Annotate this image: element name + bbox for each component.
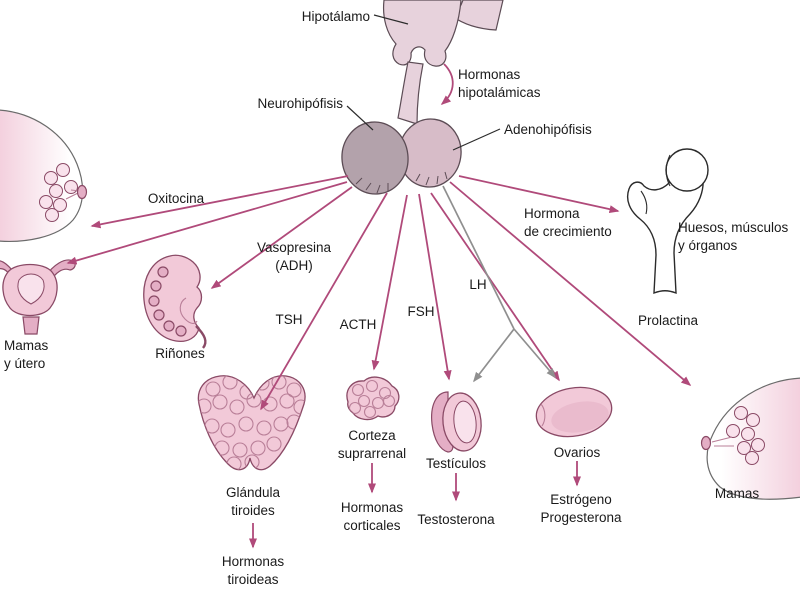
label-lh: LH: [469, 277, 486, 292]
neurohypophysis-ticks: [355, 177, 389, 194]
kidney-calyces: [148, 266, 198, 337]
label-mamas-utero-1: Mamas: [4, 338, 49, 353]
label-hormonas-corticales-2: corticales: [343, 518, 400, 533]
pituitary-illustration: [341, 118, 462, 195]
trochanter-line: [640, 190, 648, 215]
label-mamas-utero-2: y útero: [4, 356, 45, 371]
label-prolactina: Prolactina: [638, 313, 699, 328]
testis-illustration: [431, 391, 482, 453]
arrow-oxytocin-uterus: [66, 181, 348, 265]
arrow-acth-adrenal: [371, 194, 408, 371]
adrenal-gland-illustration: [346, 376, 400, 421]
thyroid-body: [197, 375, 306, 471]
label-progesterona: Progesterona: [540, 510, 622, 525]
label-hormonas-tiroideas-2: tiroideas: [227, 572, 278, 587]
label-vasopresina-1: Vasopresina: [257, 240, 332, 255]
femur-head: [665, 148, 709, 192]
breast-left-outline: [0, 109, 84, 242]
kidney-illustration: [143, 254, 207, 349]
ureter: [195, 325, 207, 349]
adrenal-texture: [348, 379, 396, 419]
label-glandula-tiroides-2: tiroides: [231, 503, 275, 518]
ovary-fold: [540, 403, 546, 427]
label-hormona-crecimiento-1: Hormona: [524, 206, 580, 221]
label-rinones: Riñones: [155, 346, 205, 361]
arrow-lh-stem: [442, 185, 515, 330]
hypothalamus-illustration: [382, 0, 504, 125]
label-mamas: Mamas: [715, 486, 760, 501]
label-huesos-1: Huesos, músculos: [678, 220, 789, 235]
femur-neck-line: [665, 154, 671, 187]
breast-right-nipple: [700, 435, 712, 451]
breast-left-lobules: [39, 163, 81, 222]
label-testosterona: Testosterona: [417, 512, 495, 527]
cervix: [22, 316, 40, 335]
arrow-oxytocin-breast: [90, 175, 349, 229]
breast-left-nipple: [76, 184, 88, 200]
uterus-illustration: [0, 259, 76, 335]
label-hormonas-corticales-1: Hormonas: [341, 500, 404, 515]
hypothalamus-body: [382, 0, 462, 67]
label-hormona-crecimiento-2: de crecimiento: [524, 224, 612, 239]
label-hormonas-hipotalamicas-2: hipotalámicas: [458, 85, 541, 100]
label-hipotalamo: Hipotálamo: [302, 9, 370, 24]
arrow-vasopressin-kidney: [210, 186, 353, 289]
pituitary-stalk: [397, 61, 424, 125]
breast-right-outline: [706, 377, 800, 500]
thyroid-illustration: [197, 375, 306, 471]
label-neurohipofisis: Neurohipófisis: [257, 96, 343, 111]
label-fsh: FSH: [408, 304, 435, 319]
diagram-labels: Hipotálamo Hormonas hipotalámicas Neuroh…: [4, 9, 789, 587]
label-tsh: TSH: [276, 312, 303, 327]
label-corteza-suprarrenal-2: suprarrenal: [338, 446, 406, 461]
arrow-prolactin-breast: [449, 181, 692, 386]
ovary-illustration: [535, 386, 613, 438]
breast-left-illustration: [0, 109, 88, 242]
label-estrogeno: Estrógeno: [550, 492, 612, 507]
label-hormonas-hipotalamicas-1: Hormonas: [458, 67, 521, 82]
label-adenohipofisis: Adenohipófisis: [504, 122, 592, 137]
label-acth: ACTH: [340, 317, 377, 332]
label-oxitocina: Oxitocina: [148, 191, 205, 206]
adenohypophysis-pointer-line: [452, 128, 501, 151]
label-hormonas-tiroideas-1: Hormonas: [222, 554, 285, 569]
label-glandula-tiroides-1: Glándula: [226, 485, 281, 500]
label-testiculos: Testículos: [426, 456, 486, 471]
arrow-hypothalamic-hormones: [440, 63, 454, 105]
arrow-growth-hormone-bone: [458, 175, 620, 214]
hypothalamus-pointer-line: [373, 14, 409, 25]
breast-right-illustration: [700, 377, 800, 500]
label-ovarios: Ovarios: [554, 445, 601, 460]
ovary-shading: [551, 401, 609, 433]
arrow-lh-ovary: [513, 328, 556, 379]
adenohypophysis-ticks: [415, 171, 448, 186]
testis-inner: [453, 400, 477, 444]
arrow-fsh-ovary: [430, 192, 560, 382]
label-vasopresina-2: (ADH): [275, 258, 313, 273]
hormone-arrows: [66, 63, 692, 549]
pointer-lines: [346, 14, 501, 151]
uterus-cavity: [17, 273, 45, 305]
arrow-fsh-testis: [418, 193, 452, 381]
label-huesos-2: y órganos: [678, 238, 738, 253]
bone-illustration: [626, 148, 709, 295]
neurohypophysis-pointer-line: [346, 105, 374, 131]
neurohypophysis-lobe: [341, 121, 409, 195]
arrow-tsh-thyroid: [260, 192, 388, 411]
breast-right-lobules: [711, 406, 765, 465]
label-corteza-suprarrenal-1: Corteza: [348, 428, 396, 443]
arrow-lh-testis: [473, 328, 515, 383]
